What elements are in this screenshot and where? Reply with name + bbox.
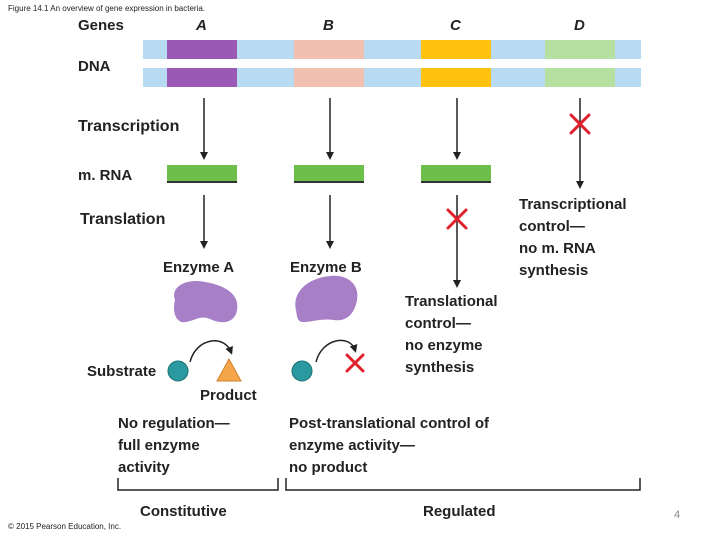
block-x-translation-c-icon bbox=[446, 208, 468, 230]
gene-d-segment bbox=[545, 40, 615, 59]
enzyme-a-icon bbox=[174, 281, 238, 323]
product-triangle-icon bbox=[216, 357, 242, 382]
gene-b-segment bbox=[294, 68, 364, 87]
regulated-label: Regulated bbox=[423, 503, 496, 520]
block-x-product-icon bbox=[345, 353, 365, 373]
transcriptional-control-text: Transcriptional control— no m. RNA synth… bbox=[519, 196, 627, 279]
gene-a-segment bbox=[167, 68, 237, 87]
gene-b-segment bbox=[294, 40, 364, 59]
mrna-c bbox=[421, 165, 491, 183]
reaction-arrow-a bbox=[189, 340, 233, 363]
enzyme-b-label: Enzyme B bbox=[290, 259, 362, 276]
constitutive-bracket bbox=[117, 478, 279, 491]
gene-d-label: D bbox=[574, 17, 585, 34]
page-number: 4 bbox=[674, 509, 681, 521]
gene-c-segment bbox=[421, 68, 491, 87]
transcription-label: Transcription bbox=[78, 118, 180, 135]
translational-control-text: Translational control— no enzyme synthes… bbox=[405, 293, 498, 376]
product-label: Product bbox=[200, 387, 257, 404]
dna-label: DNA bbox=[78, 58, 111, 75]
substrate-a-icon bbox=[167, 360, 189, 382]
regulated-bracket bbox=[285, 478, 641, 491]
enzyme-a-label: Enzyme A bbox=[163, 259, 235, 276]
mrna-a bbox=[167, 165, 237, 183]
no-regulation-text: No regulation— full enzyme activity bbox=[118, 415, 230, 476]
block-x-transcription-d-icon bbox=[569, 113, 591, 135]
mrna-label: m. RNA bbox=[78, 167, 133, 184]
gene-a-label: A bbox=[196, 17, 207, 34]
substrate-label: Substrate bbox=[87, 363, 157, 380]
post-translational-text: Post-translational control of enzyme act… bbox=[289, 415, 490, 476]
gene-c-label: C bbox=[450, 17, 461, 34]
enzyme-b-icon bbox=[295, 275, 358, 322]
gene-b-label: B bbox=[323, 17, 334, 34]
substrate-b-icon bbox=[291, 360, 313, 382]
genes-label: Genes bbox=[78, 17, 124, 34]
gene-c-segment bbox=[421, 40, 491, 59]
gene-d-segment bbox=[545, 68, 615, 87]
dna-strand-top bbox=[143, 40, 641, 59]
constitutive-label: Constitutive bbox=[140, 503, 227, 520]
copyright-notice: © 2015 Pearson Education, Inc. bbox=[8, 522, 122, 531]
reaction-arrow-b bbox=[315, 339, 358, 363]
dna-strand-bottom bbox=[143, 68, 641, 87]
mrna-b bbox=[294, 165, 364, 183]
gene-a-segment bbox=[167, 40, 237, 59]
figure-caption: Figure 14.1 An overview of gene expressi… bbox=[8, 4, 206, 13]
translation-label: Translation bbox=[80, 211, 166, 228]
